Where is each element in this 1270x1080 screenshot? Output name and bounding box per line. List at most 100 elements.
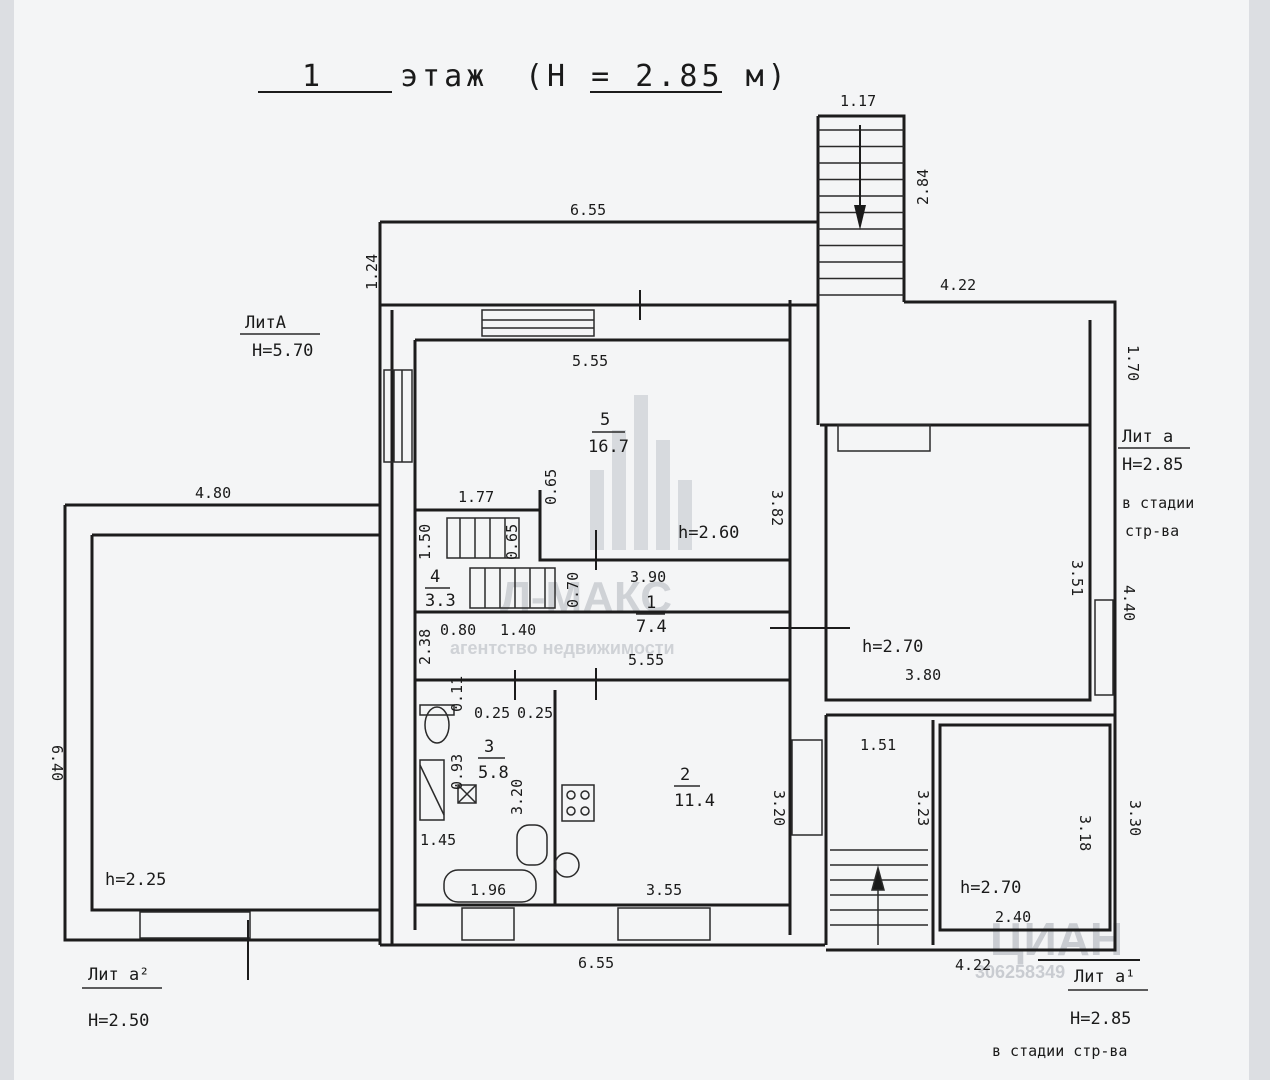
dim-porch-outer: 3.30 bbox=[1126, 800, 1144, 836]
agency-watermark-subtitle: агентство недвижимости bbox=[450, 638, 675, 658]
dim-kitchen-height: 3.20 bbox=[770, 790, 788, 826]
dim-238: 2.38 bbox=[416, 629, 434, 665]
dim-big-room-width: 3.80 bbox=[905, 666, 941, 684]
liter-a-height: H=5.70 bbox=[252, 341, 313, 361]
walls bbox=[63, 220, 1117, 952]
liter-a-name: ЛитА bbox=[245, 313, 286, 333]
dimensions: 6.55 1.24 5.55 3.82 4.22 1.70 3.51 3.80 … bbox=[48, 201, 1144, 974]
room5-number: 5 bbox=[600, 410, 610, 430]
big-room-height: h=2.70 bbox=[862, 637, 923, 657]
building-logo bbox=[590, 395, 692, 550]
room2-area: 11.4 bbox=[674, 791, 715, 811]
floor-word: этаж bbox=[400, 59, 488, 94]
dim-080: 0.80 bbox=[440, 621, 476, 639]
liter-a-small-note-1: в стадии bbox=[1122, 494, 1194, 512]
dim-vestibule-width: 1.51 bbox=[860, 736, 896, 754]
dim-right-top-height: 1.70 bbox=[1124, 345, 1142, 381]
sink-icon bbox=[419, 759, 445, 821]
toilet-icon bbox=[419, 704, 455, 744]
dim-corridor-low: 5.55 bbox=[628, 651, 664, 669]
dim-porch-height: 3.18 bbox=[1076, 815, 1094, 851]
room3-area: 5.8 bbox=[478, 763, 509, 783]
dim-stair-small: 0.65 bbox=[542, 469, 560, 505]
dim-093: 0.93 bbox=[448, 754, 466, 790]
liter-labels: ЛитА H=5.70 Лит а H=2.85 в стадии стр-ва… bbox=[82, 313, 1194, 1060]
room1-area: 7.4 bbox=[636, 617, 667, 637]
porch-steps bbox=[830, 849, 928, 945]
room2-number: 2 bbox=[680, 765, 690, 785]
dim-left-room-width: 4.80 bbox=[195, 484, 231, 502]
dim-left-room-height: 6.40 bbox=[48, 745, 66, 781]
windows bbox=[139, 309, 1114, 941]
window-left-room bbox=[139, 911, 251, 939]
dim-stair-small-2: 0.65 bbox=[503, 524, 521, 560]
dim-room5-height: 3.82 bbox=[768, 490, 786, 526]
dim-140: 1.40 bbox=[500, 621, 536, 639]
window-kitchen bbox=[617, 907, 711, 941]
dim-196: 1.96 bbox=[470, 881, 506, 899]
dim-big-room-height: 3.51 bbox=[1068, 560, 1086, 596]
top-staircase: 1.17 2.84 bbox=[816, 92, 932, 302]
dim-025-b: 0.25 bbox=[517, 704, 553, 722]
liter-a-small-name: Лит а bbox=[1122, 427, 1173, 447]
room5-height: h=2.60 bbox=[678, 523, 739, 543]
room4-area: 3.3 bbox=[425, 591, 456, 611]
agency-watermark: Л-МАКС агентство недвижимости bbox=[450, 395, 692, 658]
liter-a1-note: в стадии стр-ва bbox=[992, 1042, 1127, 1060]
dim-025-a: 0.25 bbox=[474, 704, 510, 722]
dim-stair-height: 1.50 bbox=[416, 524, 434, 560]
dim-vestibule-height: 3.23 bbox=[914, 790, 932, 826]
bathtub-icon bbox=[443, 869, 537, 903]
room4-number: 4 bbox=[430, 567, 440, 587]
dim-145: 1.45 bbox=[420, 831, 456, 849]
dim-room5-width: 5.55 bbox=[572, 352, 608, 370]
dim-left-top: 1.24 bbox=[363, 254, 381, 290]
dim-kitchen-width: 3.55 bbox=[646, 881, 682, 899]
window-right-wing bbox=[837, 424, 931, 452]
room5-area: 16.7 bbox=[588, 437, 629, 457]
dim-corridor-width: 3.90 bbox=[630, 568, 666, 586]
dim-porch-width: 2.40 bbox=[995, 908, 1031, 926]
dim-right-top-width: 4.22 bbox=[940, 276, 976, 294]
liter-a2-height: H=2.50 bbox=[88, 1011, 149, 1031]
porch-arrow-icon bbox=[871, 865, 885, 891]
porch-room-height: h=2.70 bbox=[960, 878, 1021, 898]
dim-011: 0.11 bbox=[448, 676, 466, 712]
window-bath bbox=[461, 907, 515, 941]
window-right bbox=[1094, 599, 1114, 696]
window-top bbox=[481, 309, 595, 337]
left-room-height: h=2.25 bbox=[105, 870, 166, 890]
kitchen-sink-icon bbox=[516, 824, 580, 878]
boiler-icon bbox=[457, 784, 477, 804]
liter-a2-name: Лит а² bbox=[88, 965, 149, 985]
dim-bottom-right: 4.22 bbox=[955, 956, 991, 974]
liter-a-small-height: H=2.85 bbox=[1122, 455, 1183, 475]
cian-watermark-name: ЦИАН bbox=[990, 913, 1123, 965]
dim-stair-step: 0.70 bbox=[564, 572, 582, 608]
door-marks bbox=[247, 290, 1140, 980]
liter-a1-height: H=2.85 bbox=[1070, 1009, 1131, 1029]
liter-a-small-note-2: стр-ва bbox=[1125, 522, 1179, 540]
cian-watermark-id: 306258349 bbox=[975, 962, 1065, 982]
stair-top-length: 2.84 bbox=[914, 169, 932, 205]
room-labels: 5 16.7 h=2.60 4 3.3 1 7.4 3 5.8 2 11.4 h… bbox=[105, 410, 1021, 898]
paper-sheet bbox=[14, 0, 1249, 1080]
inner-staircase bbox=[446, 517, 556, 609]
fixtures bbox=[419, 704, 595, 903]
stair-top-width: 1.17 bbox=[840, 92, 876, 110]
stove-icon bbox=[561, 784, 595, 822]
room1-number: 1 bbox=[646, 593, 656, 613]
dim-stair-width: 1.77 bbox=[458, 488, 494, 506]
room3-number: 3 bbox=[484, 737, 494, 757]
floor-number: 1 bbox=[302, 59, 324, 94]
liter-a1-name: Лит а¹ bbox=[1074, 967, 1135, 987]
plan-title: 1 этаж (H = 2.85 м) bbox=[258, 59, 790, 94]
dim-top-width: 6.55 bbox=[570, 201, 606, 219]
cian-watermark: ЦИАН 306258349 bbox=[975, 913, 1123, 982]
window-vestibule bbox=[791, 739, 823, 836]
dim-right-wall: 4.40 bbox=[1120, 585, 1138, 621]
dim-320-a: 3.20 bbox=[508, 779, 526, 815]
floor-height: (H = 2.85 м) bbox=[525, 59, 790, 94]
stair-arrow-icon bbox=[854, 205, 866, 230]
